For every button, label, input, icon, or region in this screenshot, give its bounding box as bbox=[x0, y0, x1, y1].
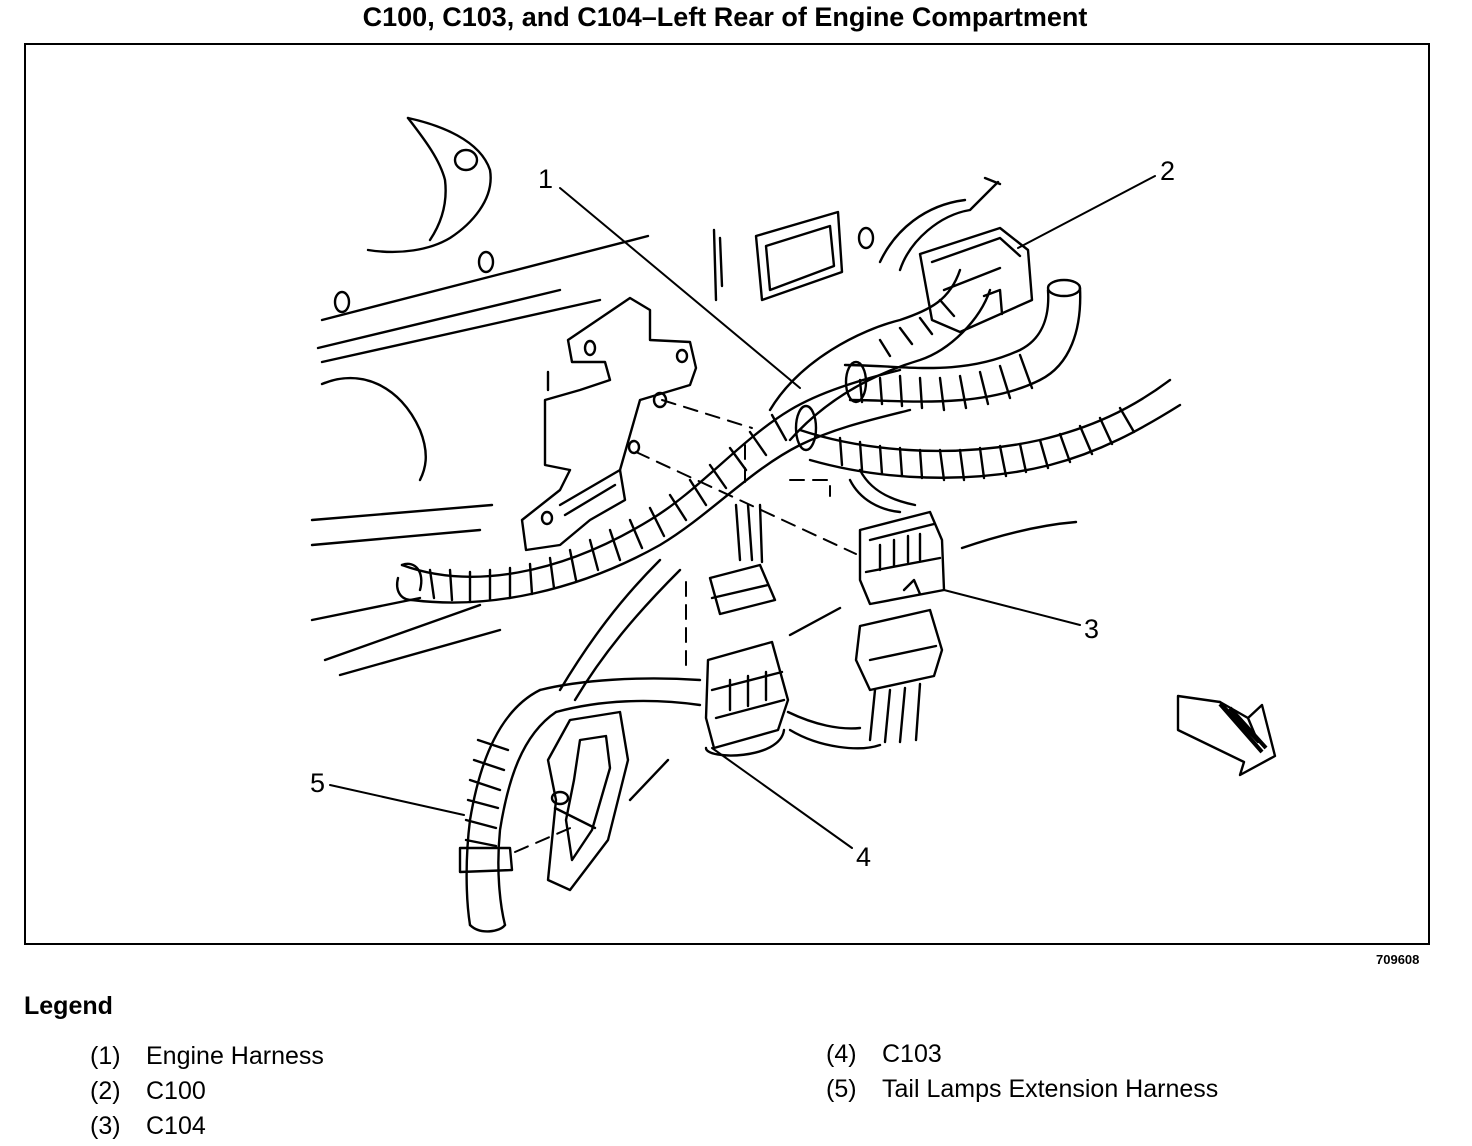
legend-item-number: (5) bbox=[826, 1075, 857, 1103]
legend-item-label: C103 bbox=[882, 1040, 942, 1068]
diagram-title: C100, C103, and C104–Left Rear of Engine… bbox=[362, 2, 1088, 32]
callout-5: 5 bbox=[310, 768, 326, 798]
arrow-shading bbox=[1218, 702, 1268, 754]
direction-arrow bbox=[1176, 694, 1277, 777]
c104-connector bbox=[848, 468, 946, 744]
engine-harness bbox=[396, 268, 1182, 604]
c100-connector bbox=[878, 176, 1034, 334]
legend-heading: Legend bbox=[24, 992, 113, 1020]
callout-2: 2 bbox=[1160, 156, 1176, 186]
upper-bracket bbox=[333, 116, 495, 314]
legend-item-label: Tail Lamps Extension Harness bbox=[882, 1075, 1219, 1103]
legend-item-label: Engine Harness bbox=[146, 1042, 324, 1070]
callout-1: 1 bbox=[538, 164, 554, 194]
panel-cutout bbox=[754, 210, 875, 302]
legend-item: (4) C103 bbox=[826, 1040, 942, 1069]
tail-lamps-extension-harness bbox=[458, 558, 882, 933]
legend-item-number: (2) bbox=[90, 1077, 121, 1105]
legend-item-label: C104 bbox=[146, 1112, 206, 1140]
mounting-bracket bbox=[520, 296, 698, 552]
legend-item: (1) Engine Harness bbox=[90, 1042, 324, 1071]
leader-lines bbox=[329, 175, 1156, 849]
dashed-guides bbox=[514, 399, 857, 853]
firewall-panel-lines bbox=[310, 228, 724, 677]
figure-id: 709608 bbox=[1376, 952, 1420, 967]
legend-item-number: (1) bbox=[90, 1042, 121, 1070]
c103-connector bbox=[704, 503, 790, 757]
callout-4: 4 bbox=[856, 842, 872, 872]
legend-item: (3) C104 bbox=[90, 1112, 206, 1141]
callout-3: 3 bbox=[1084, 614, 1100, 644]
lower-bracket bbox=[546, 710, 630, 892]
legend-item-number: (4) bbox=[826, 1040, 857, 1068]
illustration-frame bbox=[24, 43, 1430, 945]
legend-item-number: (3) bbox=[90, 1112, 121, 1140]
wire-lines bbox=[628, 520, 1078, 802]
legend-item: (2) C100 bbox=[90, 1077, 206, 1106]
legend-item-label: C100 bbox=[146, 1077, 206, 1105]
legend-item: (5) Tail Lamps Extension Harness bbox=[826, 1075, 1218, 1104]
